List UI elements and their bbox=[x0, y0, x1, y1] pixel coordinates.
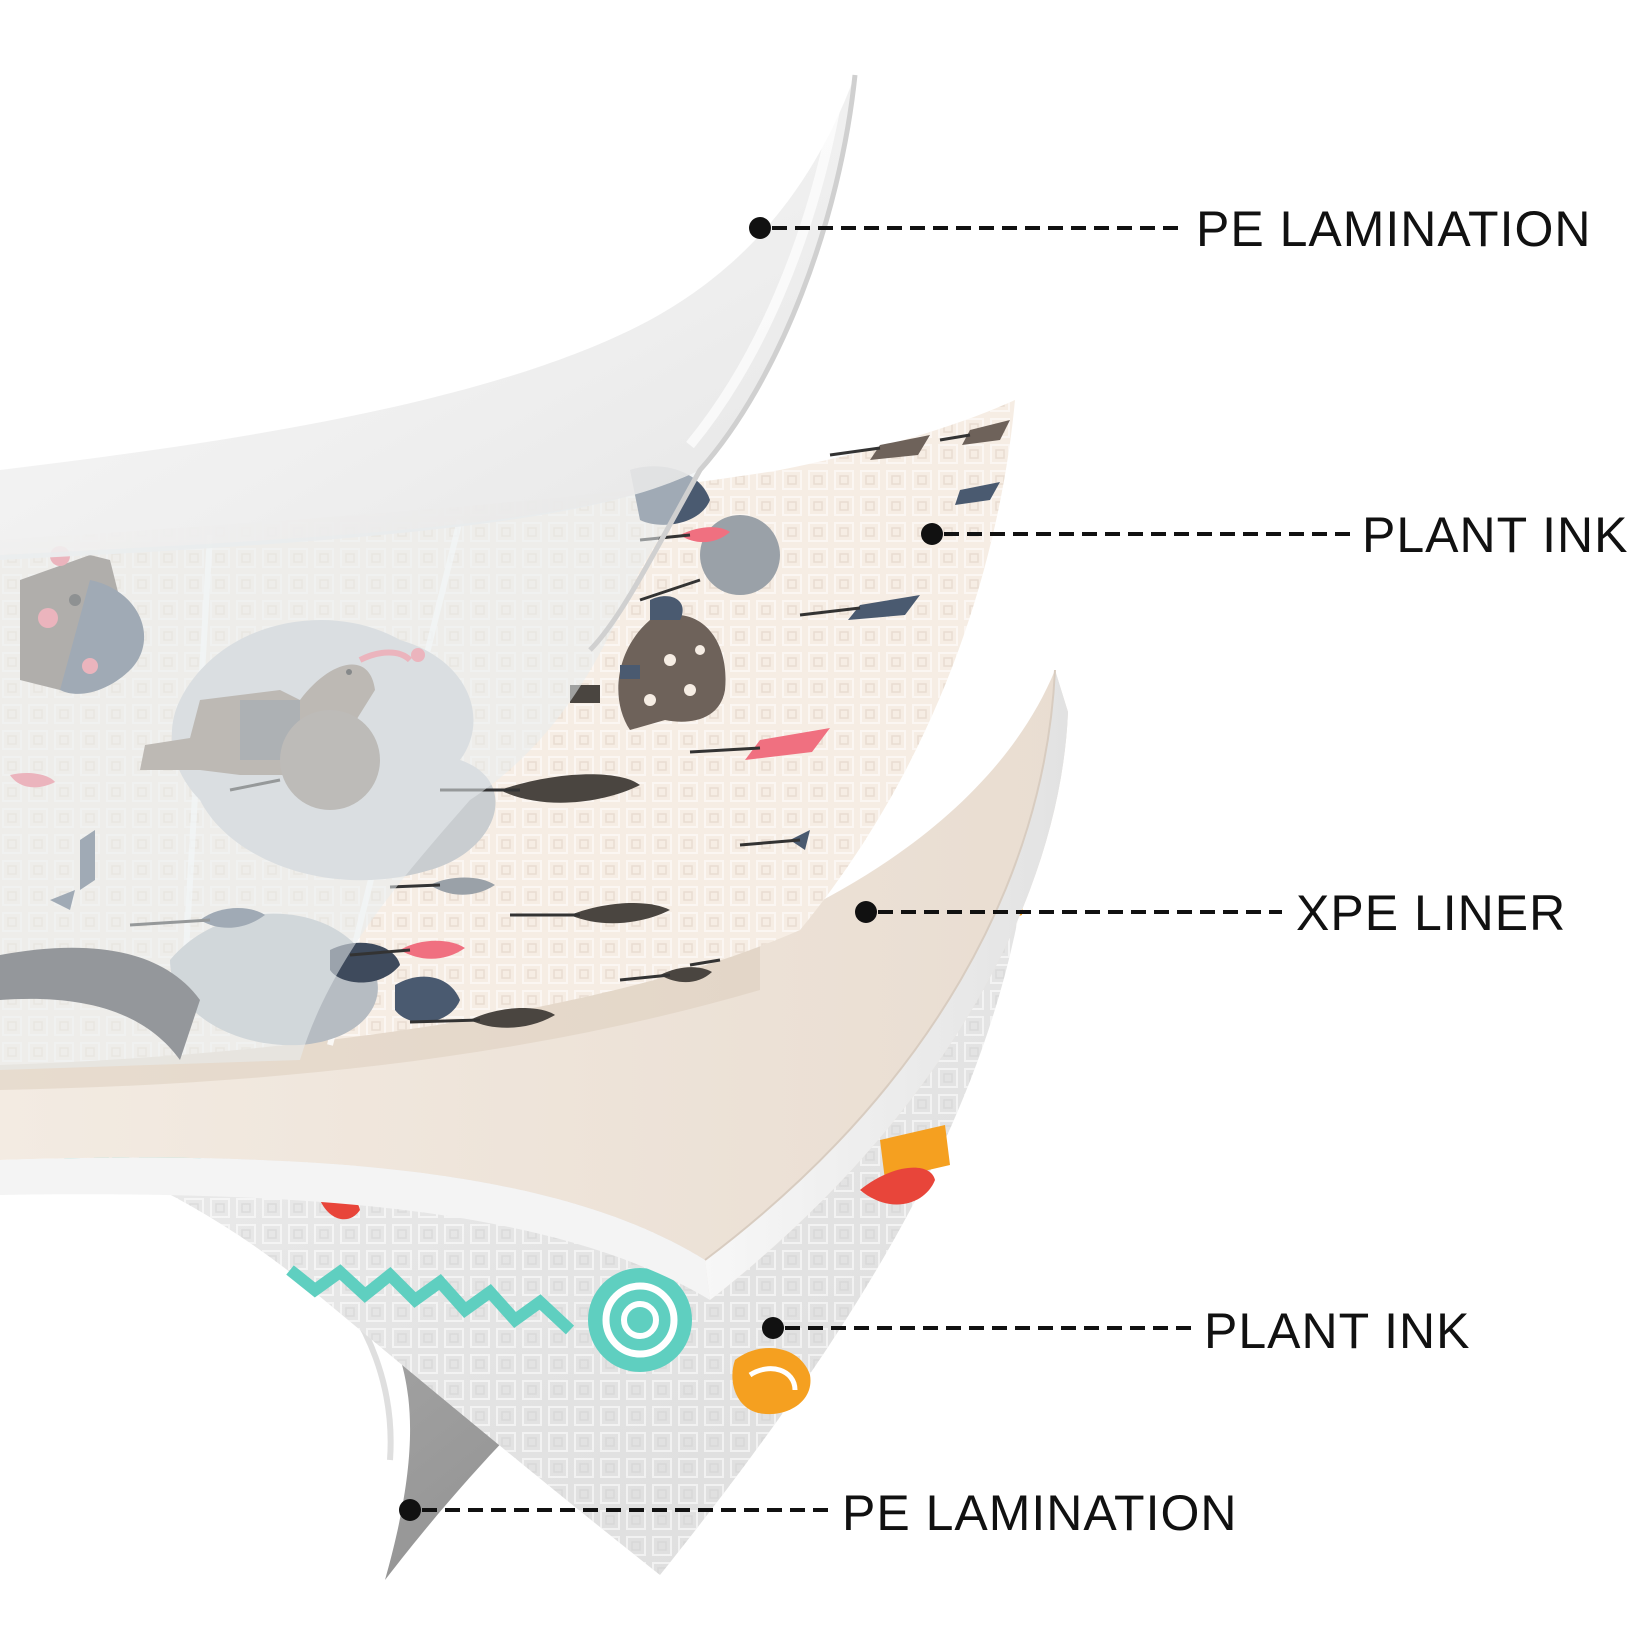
label-pe-lamination-bottom: PE LAMINATION bbox=[842, 1485, 1238, 1541]
label-plant-ink-top: PLANT INK bbox=[1362, 507, 1629, 563]
callout-plant-ink-top bbox=[921, 523, 1350, 545]
callout-dot bbox=[921, 523, 943, 545]
callout-xpe-liner bbox=[855, 901, 1282, 923]
callout-dot bbox=[762, 1317, 784, 1339]
callout-pe-lamination-top bbox=[749, 217, 1182, 239]
label-plant-ink-bottom: PLANT INK bbox=[1204, 1303, 1471, 1359]
label-pe-lamination-top: PE LAMINATION bbox=[1196, 201, 1592, 257]
callout-dot bbox=[749, 217, 771, 239]
label-xpe-liner: XPE LINER bbox=[1296, 885, 1567, 941]
callout-plant-ink-bottom bbox=[762, 1317, 1192, 1339]
callout-pe-lamination-bottom bbox=[399, 1499, 830, 1521]
callout-dot bbox=[855, 901, 877, 923]
callout-dot bbox=[399, 1499, 421, 1521]
pe-lamination-top-sheet bbox=[0, 74, 858, 1070]
